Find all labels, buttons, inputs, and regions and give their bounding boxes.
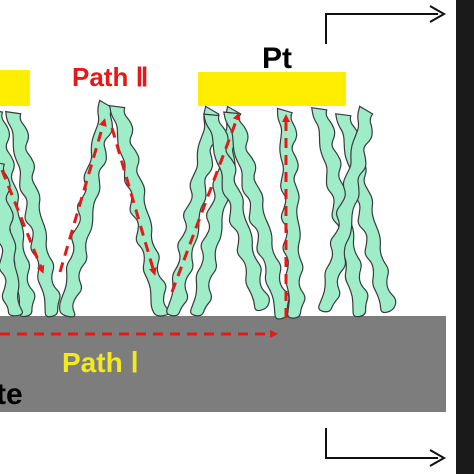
electron-paths: [0, 112, 290, 338]
pt-electrode-right: [198, 72, 346, 106]
nanowire: [0, 111, 36, 318]
pt-electrode-left: [0, 70, 30, 106]
nanowire: [276, 107, 306, 319]
path-ii-arrow-4: [170, 112, 241, 293]
path-ii-arrow-3: [110, 127, 157, 276]
nanowire: [223, 111, 290, 320]
nanowire: [166, 105, 220, 317]
nanowire: [0, 162, 24, 317]
nanowire: [58, 99, 114, 318]
path-ii-arrow-1: [0, 169, 45, 274]
right-dark-edge: [456, 0, 474, 474]
substrate-label: te: [0, 378, 23, 411]
path-i-label: Path Ⅰ: [62, 347, 139, 378]
nanowire: [108, 105, 171, 317]
bottom-right-bracket-arrow: [325, 428, 447, 467]
nanowire: [4, 110, 61, 318]
substrate: [0, 316, 446, 412]
top-right-bracket-arrow: [325, 5, 447, 44]
nanowire: [318, 105, 374, 313]
path-ii-arrow-2: [58, 118, 107, 273]
nanowire-group: [0, 99, 397, 320]
path-ii-label: Path Ⅱ: [72, 62, 149, 92]
pt-label: Pt: [262, 42, 292, 75]
